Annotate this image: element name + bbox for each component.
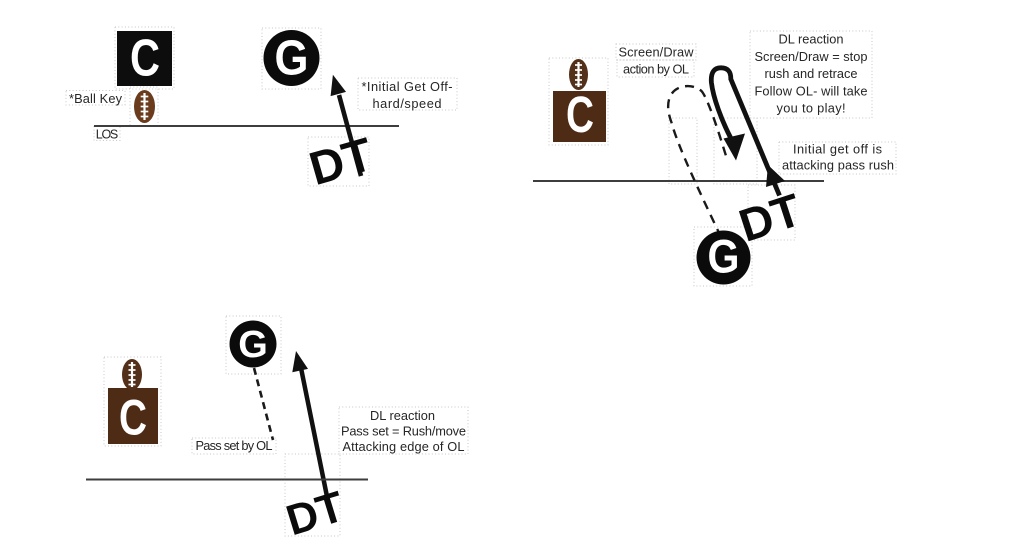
svg-text:Attacking edge of OL: Attacking edge of OL	[343, 439, 465, 454]
svg-text:Pass set by OL: Pass set by OL	[196, 438, 273, 453]
svg-text:DL reaction: DL reaction	[779, 32, 844, 47]
svg-text:Screen/Draw = stop: Screen/Draw = stop	[755, 49, 868, 64]
svg-text:G: G	[238, 324, 268, 366]
svg-text:LOS: LOS	[96, 127, 119, 141]
svg-text:rush and retrace: rush and retrace	[765, 66, 858, 81]
svg-text:you to play!: you to play!	[777, 101, 846, 116]
svg-text:Screen/Draw: Screen/Draw	[619, 45, 695, 60]
svg-text:G: G	[275, 32, 309, 86]
svg-text:C: C	[566, 86, 594, 143]
svg-text:G: G	[708, 230, 740, 283]
svg-text:Initial get off is: Initial get off is	[793, 142, 882, 157]
svg-text:Pass set = Rush/move: Pass set = Rush/move	[341, 424, 466, 439]
svg-text:attacking pass rush: attacking pass rush	[782, 157, 894, 172]
svg-text:hard/speed: hard/speed	[373, 96, 442, 111]
svg-text:action by OL: action by OL	[623, 62, 689, 77]
svg-text:C: C	[119, 390, 147, 446]
svg-text:*Ball Key: *Ball Key	[69, 91, 123, 106]
svg-text:*Initial Get Off-: *Initial Get Off-	[362, 79, 453, 94]
svg-text:C: C	[130, 30, 160, 88]
svg-text:Follow OL- will take: Follow OL- will take	[755, 83, 868, 98]
svg-text:DL reaction: DL reaction	[370, 408, 435, 423]
